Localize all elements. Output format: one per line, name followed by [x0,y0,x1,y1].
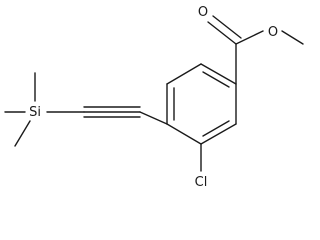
carbonyl-double-bond-1 [207,21,237,45]
structure-canvas: O O Cl Si [4,5,304,190]
chemical-structure: O O Cl Si [4,5,304,190]
carbonyl-double-bond-2 [212,15,242,39]
silicon-label: Si [29,105,41,120]
ring-double-bond-b [202,120,230,137]
chlorine-label: Cl [195,175,208,190]
bond-carbonyl-to-ester-oxygen [235,30,264,45]
bond-silicon-methyl-bottom [14,120,31,147]
bond-ester-oxygen-to-methyl [281,30,304,45]
ring-bond-3 [200,123,237,145]
ring-bond-6 [166,63,202,85]
ester-oxygen-label: O [268,25,278,40]
carbonyl-oxygen-label: O [198,5,208,20]
ring-bond-1 [200,63,237,85]
ring-bond-4 [166,123,202,145]
ring-double-bond-a [202,71,230,88]
bond-ring-to-alkyne [139,111,168,125]
